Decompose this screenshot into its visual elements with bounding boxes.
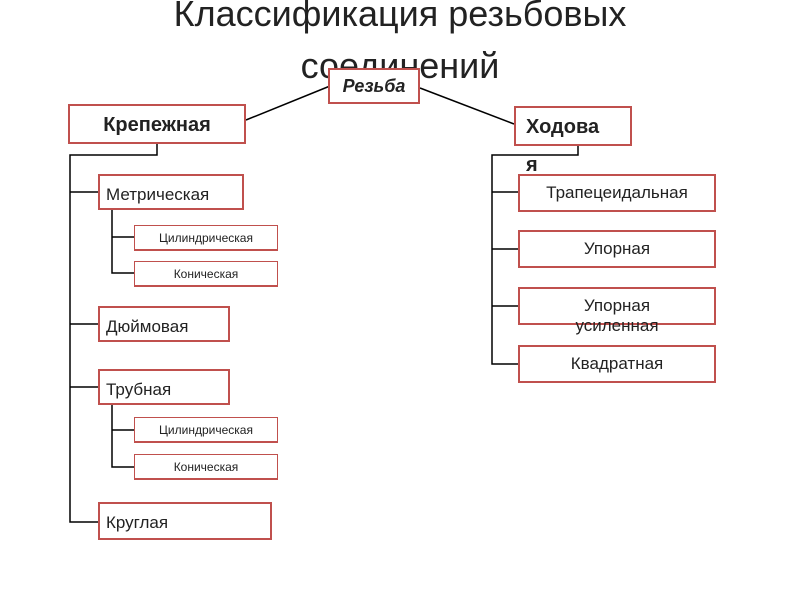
right-trunk <box>491 146 579 365</box>
pipe-label: Трубная <box>106 380 172 399</box>
reinforced-buttress-node: Упорная усиленная <box>518 287 716 335</box>
pipe-node: Трубная <box>98 369 230 405</box>
buttress-node: Упорная <box>518 230 716 268</box>
pipe-cylindrical-node: Цилиндрическая <box>134 417 278 443</box>
inch-label: Дюймовая <box>106 317 189 336</box>
fastening-label: Крепежная <box>103 114 211 136</box>
inch-node: Дюймовая <box>98 306 230 342</box>
pipe-conical-label: Коническая <box>173 460 239 474</box>
trapezoidal-node: Трапецеидальная <box>518 174 716 212</box>
slide-title: Классификация резьбовых соединений <box>173 0 627 86</box>
trapezoidal-label: Трапецеидальная <box>546 183 688 202</box>
running-node: Ходовая <box>514 106 632 176</box>
running-label: Ходовая <box>526 116 600 176</box>
metric-cylindrical-label: Цилиндрическая <box>159 231 253 245</box>
root-left-connector <box>245 85 331 121</box>
metric-cylindrical-node: Цилиндрическая <box>134 225 278 251</box>
metric-node: Метрическая <box>98 174 244 210</box>
metric-subtree <box>111 210 134 274</box>
square-node: Квадратная <box>518 345 716 383</box>
buttress-label: Упорная <box>583 239 651 258</box>
round-node: Круглая <box>98 502 272 540</box>
pipe-conical-node: Коническая <box>134 454 278 480</box>
left-trunk <box>69 144 158 523</box>
pipe-cylindrical-label: Цилиндрическая <box>159 423 253 437</box>
root-node: Резьба <box>328 68 420 104</box>
root-right-connector <box>419 87 515 125</box>
metric-conical-node: Коническая <box>134 261 278 287</box>
metric-conical-label: Коническая <box>173 267 239 281</box>
reinforced-buttress-label: Упорная усиленная <box>575 296 659 335</box>
round-label: Круглая <box>106 513 169 532</box>
square-label: Квадратная <box>570 354 664 373</box>
root-label: Резьба <box>342 76 406 96</box>
fastening-node: Крепежная <box>68 104 246 144</box>
metric-label: Метрическая <box>106 185 210 204</box>
pipe-subtree <box>111 405 134 468</box>
